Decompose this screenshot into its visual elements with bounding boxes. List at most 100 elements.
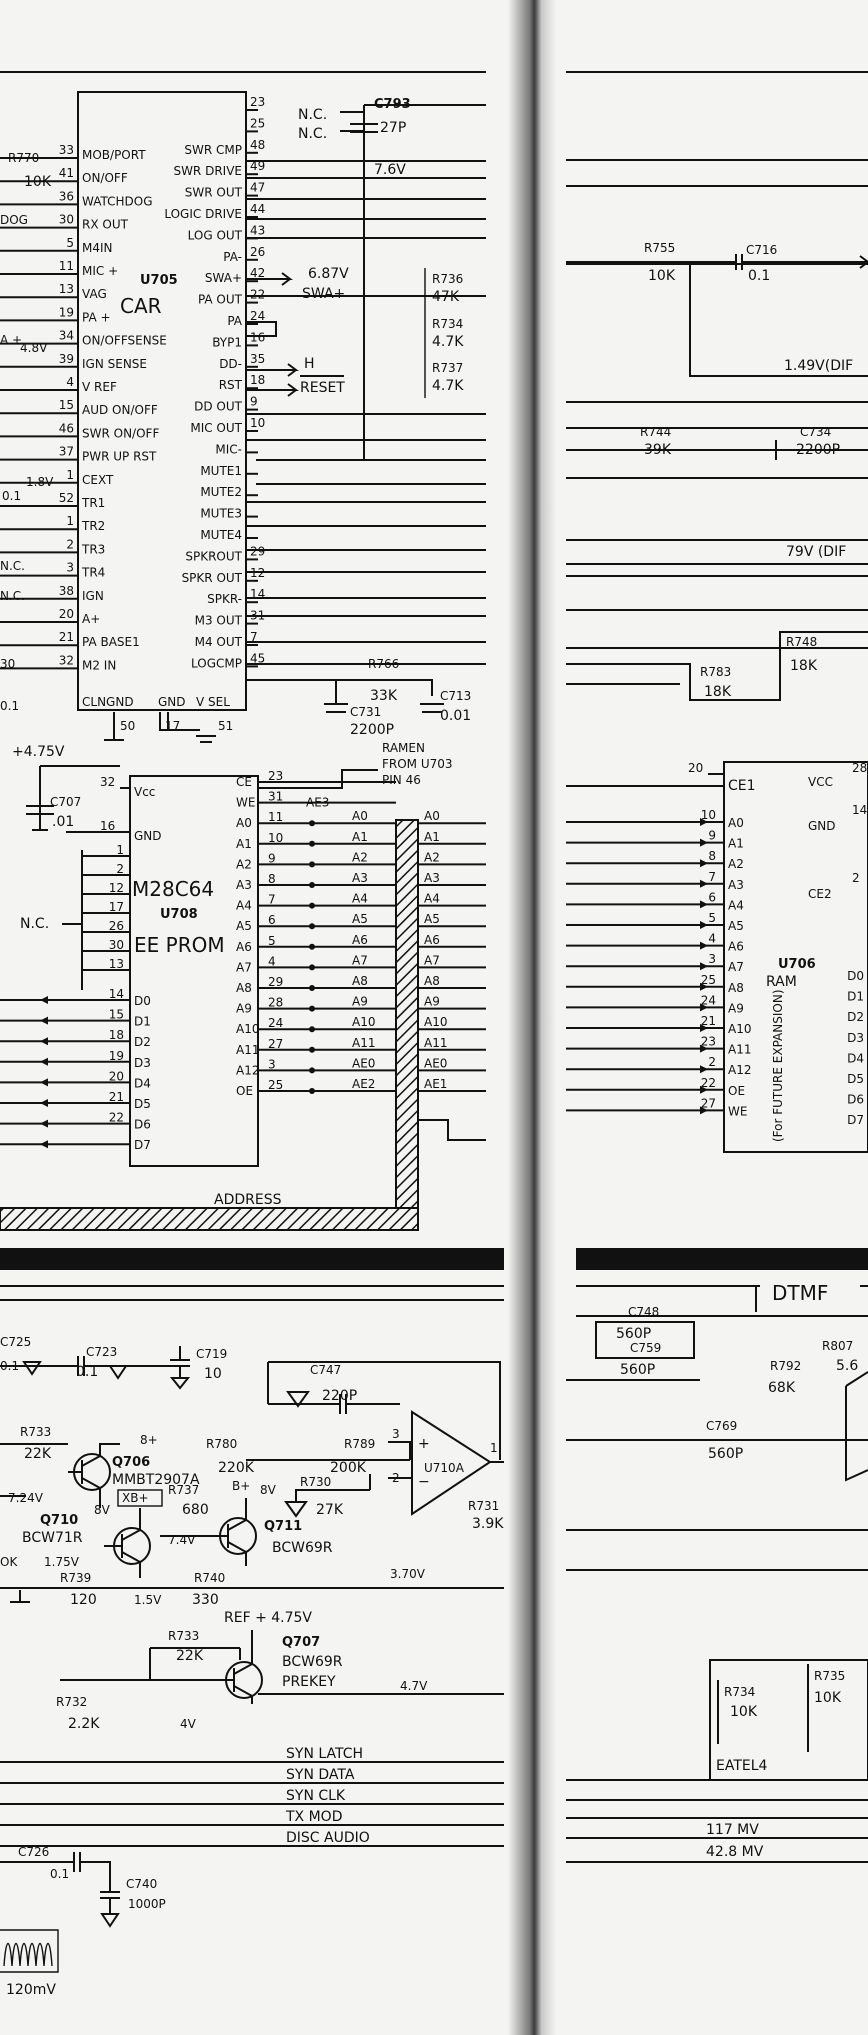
c740-ref: C740 [126,1877,157,1891]
mv428: 42.8 MV [706,1844,764,1860]
ram-data-pin-label: D5 [847,1072,864,1086]
r807-ref: R807 [822,1339,853,1353]
ram-data-pin-label: D2 [847,1010,864,1024]
eeprom-vcc-pin: 32 [100,775,115,789]
ram-address-pin-num: 27 [701,1096,716,1110]
r744-ref: R744 [640,425,671,439]
eeprom-nc-pin-num: 1 [116,843,124,857]
eeprom-nc-pin-num: 13 [109,957,124,971]
car-right-pin-num: 22 [250,288,265,302]
c719-ref: C719 [196,1347,227,1361]
c759-val: 560P [620,1362,655,1378]
scope-label: 120mV [6,1982,56,1998]
eeprom-data-pin-label: D7 [134,1138,151,1152]
eeprom-pin-junction [309,1088,315,1094]
car-left-pin-num: 4 [66,375,74,389]
car-left-pin-num: 1 [66,514,74,528]
car-right-pin-label: PA- [223,250,242,264]
car-bottom-gnd: GND [158,695,186,709]
eeprom-data-arrow [40,996,48,1004]
eeprom-bus-out-label: A8 [424,974,440,988]
car-right-pin-label: SPKR- [207,592,242,606]
c707-ref: C707 [50,795,81,809]
eeprom-right-pin-num: 27 [268,1037,283,1051]
car-right-pin-label: LOG OUT [188,228,243,242]
r735-val: 10K [814,1690,842,1706]
bplus-1: 8+ [140,1433,158,1447]
car-left-pin-num: 21 [59,630,74,644]
ram-address-arrow [700,982,708,991]
car-left-pin-label: PWR UP RST [82,450,157,464]
signal-label: SYN DATA [286,1767,355,1783]
r730-val: 27K [316,1502,344,1518]
eeprom-right-pin-num: 29 [268,975,283,989]
car-left-pin-num: 36 [59,189,74,203]
ref-label: REF + 4.75V [224,1610,312,1626]
r792-ref: R792 [770,1359,801,1373]
c716-val: 0.1 [748,268,770,284]
eeprom-bus-label: A10 [352,1015,375,1029]
r732-ref: R732 [56,1695,87,1709]
eeprom-data-pin-label: D1 [134,1015,151,1029]
eatel-label: EATEL4 [716,1758,768,1774]
car-right-pin-label: SWA+ [205,271,242,285]
c731-ref: C731 [350,705,381,719]
ram-address-pin-label: OE [728,1084,745,1098]
xb-box [117,1489,163,1507]
r766-val: 33K [370,688,398,704]
ram-chip [723,761,868,1153]
car-right-pin-num: 45 [250,651,265,665]
eeprom-vcc-label: Vcc [134,785,155,799]
eeprom-data-arrow [40,1140,48,1149]
ram-data-pin-label: D0 [847,969,864,983]
signal-label: DISC AUDIO [286,1830,370,1846]
car-right-pin-label: MIC OUT [190,421,242,435]
eeprom-data-pin-label: D2 [134,1035,151,1049]
eeprom-data-arrow [40,1037,48,1046]
c726-ref: C726 [18,1845,49,1859]
ram-ce2: CE2 [808,887,832,901]
eeprom-nc-label: N.C. [20,916,49,932]
ram-address-arrow [700,900,708,909]
eeprom-right-pin-num: 9 [268,851,276,865]
car-left-pin-num: 11 [59,259,74,273]
eeprom-pin-junction [309,882,315,888]
left-val-10k: 10K [24,174,52,190]
ram-address-pin-num: 6 [708,890,716,904]
u710a-pin1: 1 [490,1441,498,1455]
q706-part: MMBT2907A [112,1472,200,1488]
dtmf-label: DTMF [772,1281,828,1305]
eeprom-bus-out-label: A5 [424,912,440,926]
c707-val: .01 [52,814,74,830]
eeprom-pin-junction [309,1067,315,1074]
eeprom-bus-out-label: AE1 [424,1077,447,1091]
car-right-pin-label: DD- [219,357,242,371]
eeprom-right-pin-label: A6 [236,940,252,954]
audio-section: C725 0.1 C723 0.1 C719 10 C747 220P R780… [0,1248,504,1998]
eeprom-data-pin-num: 15 [109,1008,124,1022]
car-left-pin-num: 3 [66,561,74,575]
eeprom-bus-label: A4 [352,892,368,906]
r737-val: 4.7K [432,378,464,394]
eeprom-data-arrow [40,1099,48,1107]
ram-address-pin-num: 3 [708,952,716,966]
car-left-pin-label: PA + [82,310,111,324]
eeprom-right-pin-label: A3 [236,878,252,892]
eeprom-pin-junction [309,840,315,847]
divider-bar-right [576,1248,868,1270]
eeprom-bus-label: A5 [352,912,368,926]
u710a-pin3: 3 [392,1427,400,1441]
car-left-pin-num: 2 [66,537,74,551]
r739-ref: R739 [60,1571,91,1585]
r748-val: 18K [790,658,818,674]
eeprom-right-pin-label: A8 [236,981,252,995]
r736-val: 47K [432,289,460,305]
ram-data-pin-label: D1 [847,990,864,1004]
ram-type: RAM [766,974,797,990]
eeprom-ref: U708 [160,907,198,922]
eeprom-right-pin-num: 5 [268,934,276,948]
q711-part: BCW69R [272,1540,333,1556]
eeprom-right-pin-num: 3 [268,1057,276,1071]
ram-note: (For FUTURE EXPANSION) [771,990,785,1143]
